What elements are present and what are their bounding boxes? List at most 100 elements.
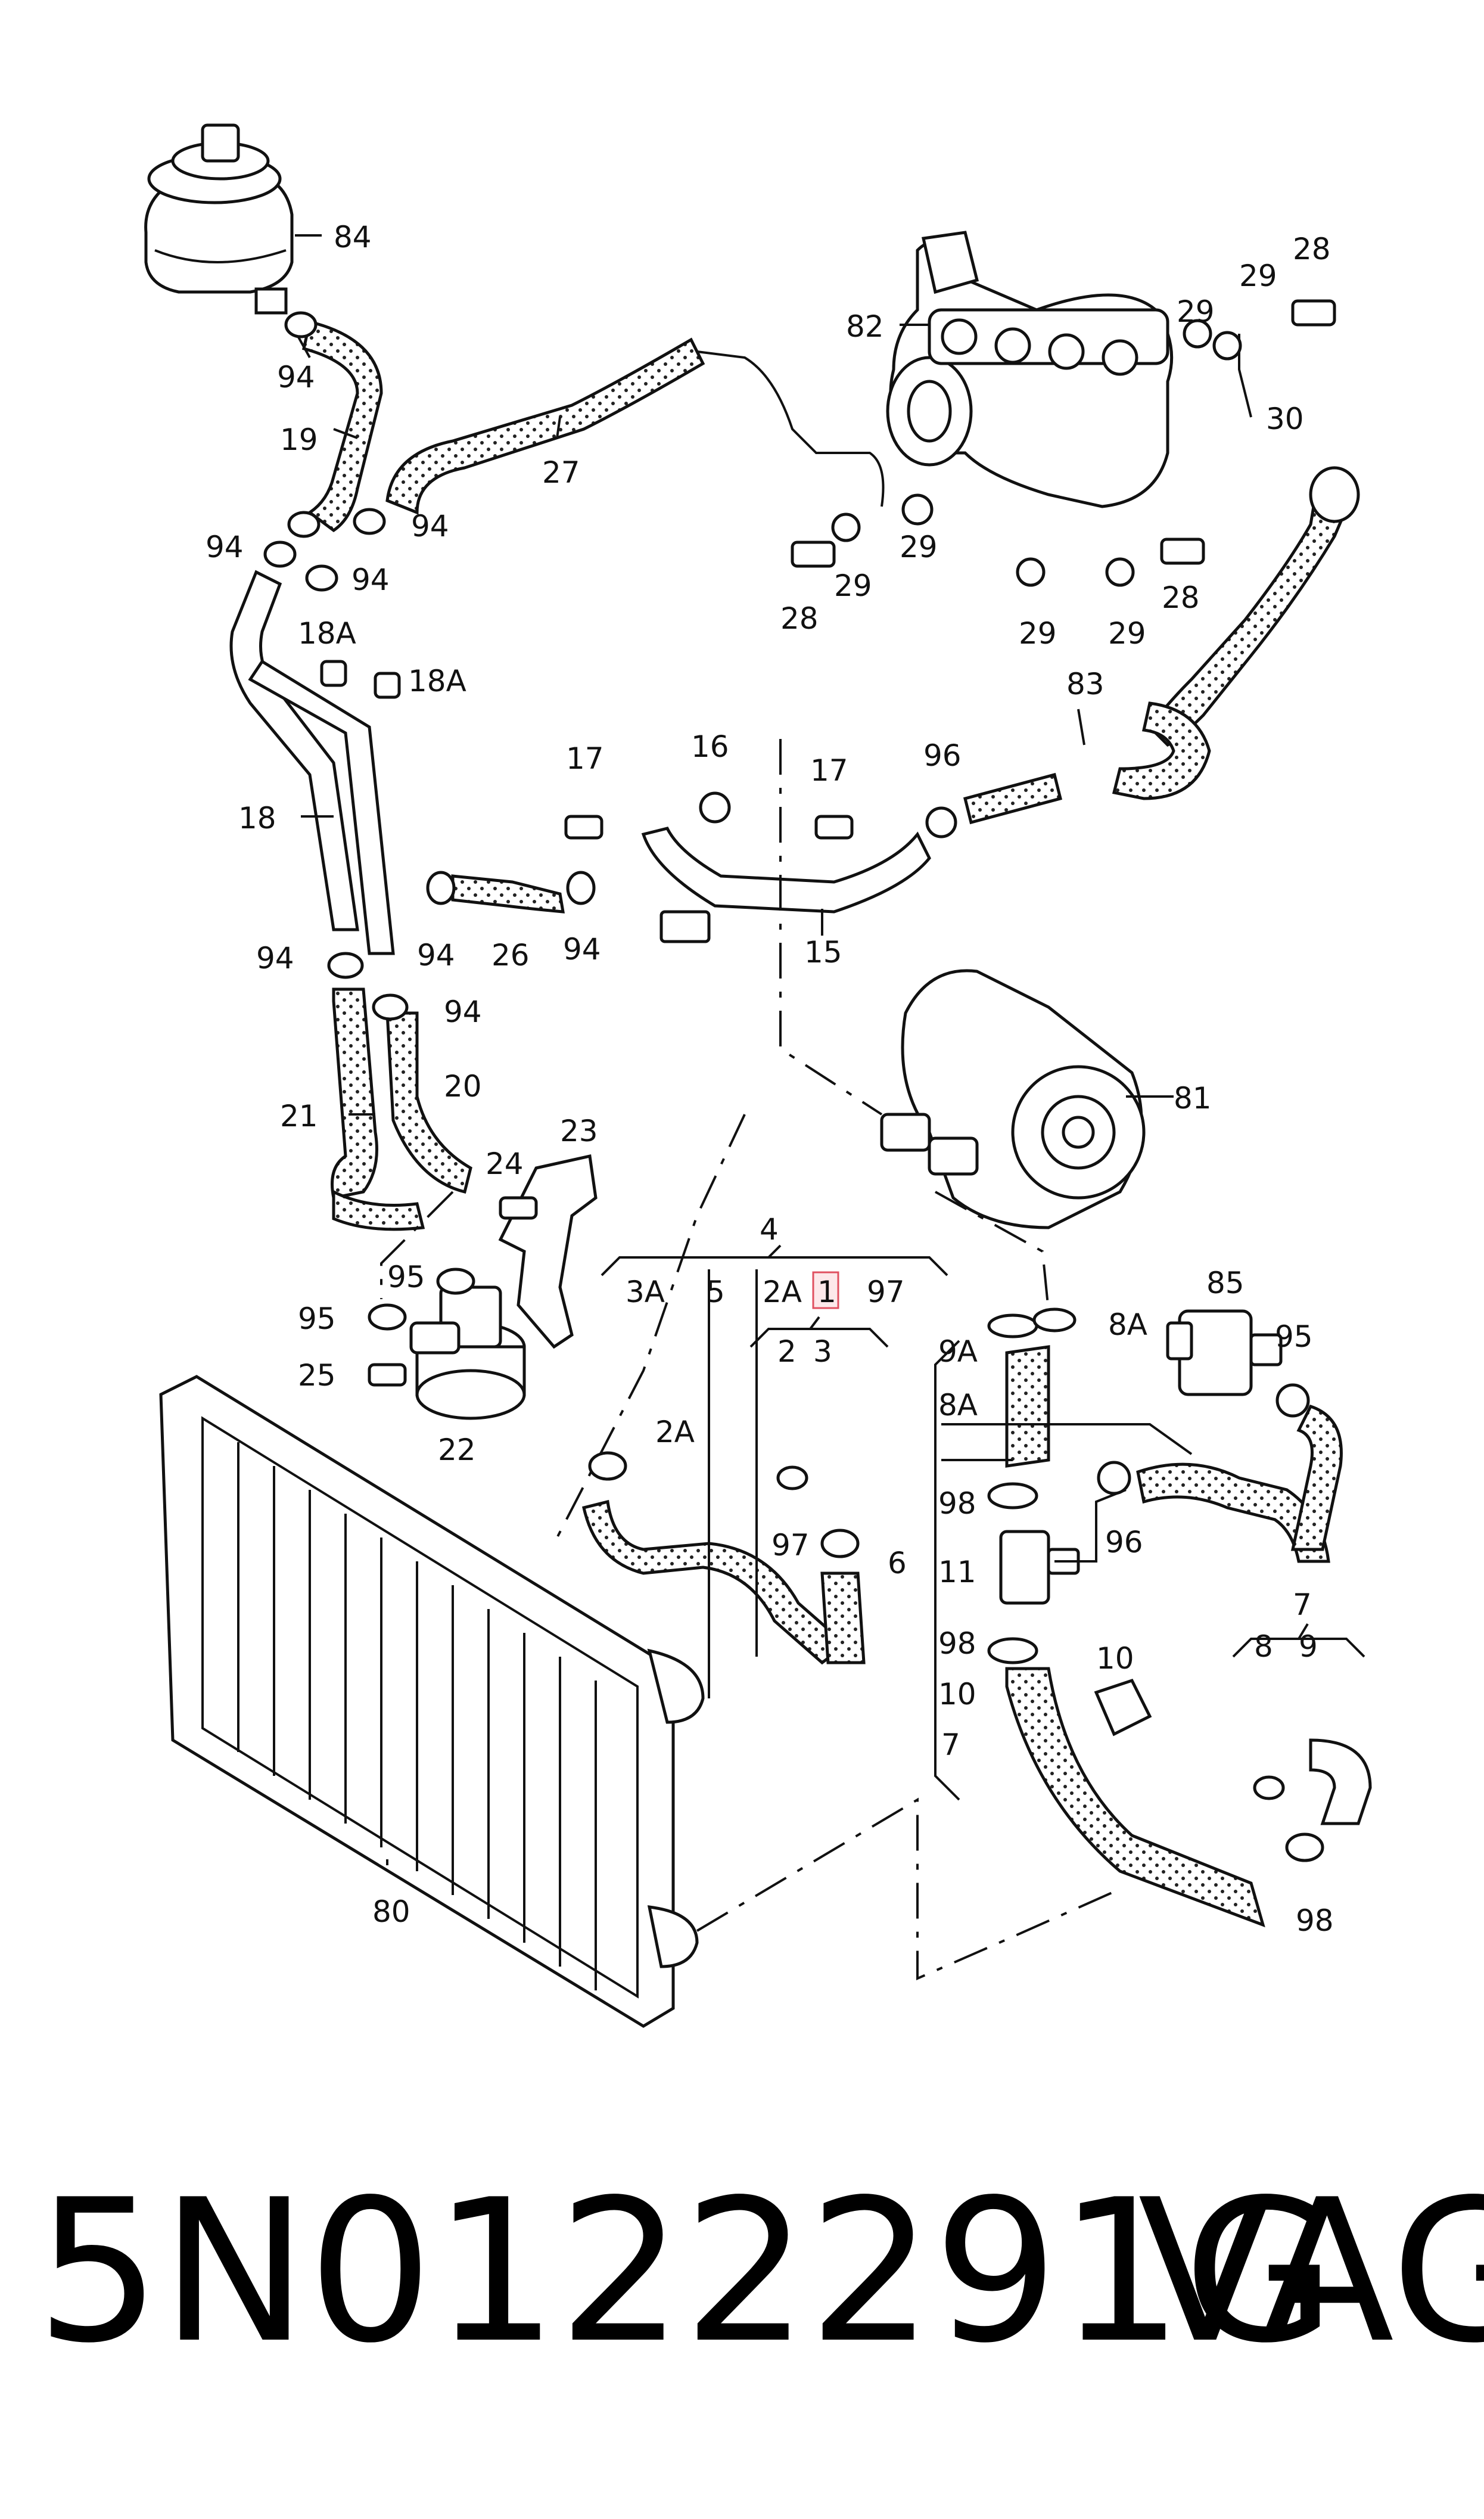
hose-83-end bbox=[1309, 466, 1360, 523]
label-18A: 18A bbox=[298, 616, 356, 651]
label-9: 9 bbox=[1299, 1629, 1318, 1664]
label-11: 11 bbox=[938, 1555, 976, 1589]
label-30: 30 bbox=[1266, 402, 1304, 436]
label-94: 94 bbox=[417, 938, 455, 973]
label-22: 22 bbox=[438, 1433, 476, 1467]
label-10: 10 bbox=[938, 1677, 976, 1712]
hose-9A bbox=[1005, 1345, 1050, 1468]
label-82: 82 bbox=[846, 309, 884, 344]
hose-96-connector bbox=[963, 772, 1063, 825]
hose-19 bbox=[302, 319, 383, 533]
label-5: 5 bbox=[706, 1275, 725, 1309]
turbocharger bbox=[886, 231, 1174, 508]
label-80: 80 bbox=[372, 1894, 410, 1929]
label-29: 29 bbox=[1239, 259, 1277, 293]
water-pump bbox=[880, 969, 1146, 1229]
label-24: 24 bbox=[486, 1147, 524, 1181]
label-85: 85 bbox=[1206, 1266, 1245, 1300]
pipe-27-metal bbox=[696, 350, 885, 507]
label-18: 18 bbox=[238, 801, 276, 835]
hose-85-outlet bbox=[1136, 1462, 1330, 1563]
label-95: 95 bbox=[1275, 1319, 1313, 1354]
label-4: 4 bbox=[760, 1212, 779, 1247]
group-6-bracket bbox=[934, 1340, 960, 1801]
label-1: 1 bbox=[817, 1275, 836, 1309]
label-20: 20 bbox=[444, 1069, 482, 1104]
routing-line-5 bbox=[380, 1191, 454, 1299]
label-26: 26 bbox=[491, 938, 530, 973]
label-3: 3 bbox=[813, 1334, 832, 1369]
label-25: 25 bbox=[298, 1358, 336, 1393]
label-10: 10 bbox=[1096, 1641, 1134, 1676]
part-number: 5N0122291G bbox=[36, 2157, 1336, 2386]
hose-10 bbox=[1005, 1667, 1265, 1928]
label-94: 94 bbox=[563, 932, 601, 967]
label-17: 17 bbox=[566, 741, 604, 776]
label-98: 98 bbox=[938, 1626, 976, 1661]
pipe-18-branch bbox=[248, 659, 395, 955]
hose-clamps bbox=[263, 311, 1324, 1862]
highlight-box bbox=[812, 1271, 839, 1309]
label-8A: 8A bbox=[1108, 1307, 1147, 1342]
brand-name: VAG bbox=[1138, 2157, 1484, 2386]
radiator bbox=[159, 1375, 705, 2028]
label-94: 94 bbox=[277, 360, 315, 395]
hose-26 bbox=[451, 874, 565, 914]
hose-21 bbox=[331, 987, 378, 1200]
part-footer: 5N0122291G VAG bbox=[36, 2157, 1484, 2396]
hose-2-connector bbox=[820, 1571, 866, 1664]
label-94: 94 bbox=[351, 563, 390, 597]
label-29: 29 bbox=[1177, 294, 1215, 329]
label-94: 94 bbox=[256, 941, 294, 976]
label-6: 6 bbox=[888, 1546, 907, 1580]
bolts bbox=[320, 299, 1336, 1387]
group-4-bracket bbox=[601, 1244, 948, 1276]
routing-line-3 bbox=[935, 1191, 1050, 1312]
routing-line-1 bbox=[779, 739, 883, 1116]
label-7: 7 bbox=[941, 1728, 960, 1762]
connector-10 bbox=[1094, 1678, 1152, 1737]
hose-27 bbox=[385, 337, 705, 515]
elbow-7 bbox=[1309, 1738, 1372, 1825]
label-23: 23 bbox=[560, 1114, 598, 1148]
pipe-15-bracket bbox=[659, 910, 711, 943]
hose-83-bend bbox=[1112, 701, 1211, 800]
label-21: 21 bbox=[280, 1099, 318, 1133]
label-96: 96 bbox=[1105, 1525, 1143, 1560]
label-16: 16 bbox=[691, 729, 729, 764]
label-7: 7 bbox=[1293, 1588, 1312, 1622]
label-29: 29 bbox=[1019, 616, 1057, 651]
group-7-bracket bbox=[1232, 1623, 1365, 1658]
label-97: 97 bbox=[771, 1528, 810, 1563]
label-28: 28 bbox=[1162, 580, 1200, 615]
label-2A: 2A bbox=[763, 1275, 802, 1309]
label-8A: 8A bbox=[938, 1388, 978, 1422]
label-29: 29 bbox=[1108, 616, 1146, 651]
label-94: 94 bbox=[411, 509, 449, 543]
pipe-18 bbox=[229, 570, 359, 931]
label-2: 2 bbox=[777, 1334, 797, 1369]
bracket-23 bbox=[498, 1154, 598, 1349]
routing-line-4 bbox=[696, 1797, 1121, 1981]
label-28: 28 bbox=[1293, 232, 1331, 266]
valve-85 bbox=[1166, 1309, 1283, 1396]
label-15: 15 bbox=[804, 935, 842, 970]
label-18A: 18A bbox=[408, 664, 466, 698]
label-17: 17 bbox=[810, 753, 848, 788]
label-19: 19 bbox=[280, 423, 318, 457]
label-2A: 2A bbox=[655, 1415, 695, 1449]
t-connector-11 bbox=[999, 1530, 1080, 1605]
label-98: 98 bbox=[938, 1486, 976, 1521]
label-97: 97 bbox=[867, 1275, 905, 1309]
label-81: 81 bbox=[1174, 1081, 1212, 1116]
label-94: 94 bbox=[444, 995, 482, 1029]
leader-lines bbox=[294, 234, 1252, 1865]
label-95: 95 bbox=[387, 1260, 425, 1294]
expansion-tank bbox=[144, 123, 294, 315]
label-94: 94 bbox=[206, 530, 244, 564]
label-83: 83 bbox=[1066, 667, 1105, 701]
part-labels: 84 94 19 94 94 94 27 82 29 29 28 30 29 2… bbox=[206, 220, 1334, 1938]
label-96: 96 bbox=[923, 738, 962, 773]
label-3A: 3A bbox=[626, 1275, 665, 1309]
valve-22 bbox=[409, 1285, 526, 1420]
